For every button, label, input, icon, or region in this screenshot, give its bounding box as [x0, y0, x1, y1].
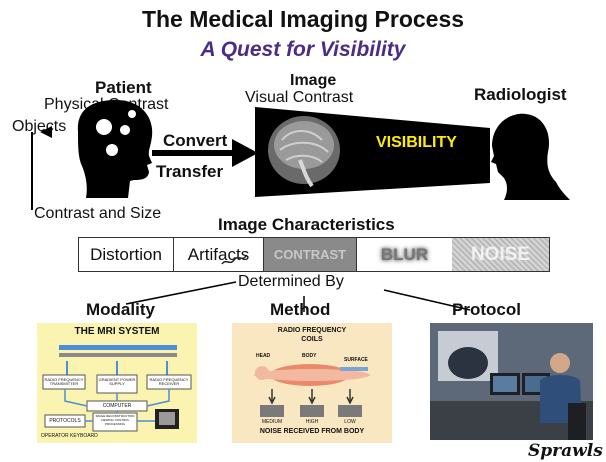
mri-block-transmitter: RADIO FREQUENCY TRANSMITTER — [44, 377, 84, 386]
radiologist-head-icon — [491, 113, 570, 200]
coil-label-high: HIGH — [305, 419, 319, 425]
segment-noise: NOISE — [452, 238, 549, 271]
objects-arrow — [40, 126, 52, 138]
patient-label: Patient — [95, 78, 152, 97]
image-label: Image — [290, 72, 337, 89]
visibility-label: VISIBILITY — [376, 134, 457, 151]
segment-distortion: Distortion — [79, 238, 174, 271]
characteristics-bar: Distortion Artifacts CONTRAST BLUR NOISE — [78, 237, 550, 272]
mri-block-gradient: GRADIENT POWER SUPPLY — [98, 377, 136, 386]
figure-title: The Medical Imaging Process — [141, 6, 465, 32]
coils-footer: NOISE RECEIVED FROM BODY — [259, 428, 365, 435]
contrast-and-size-label: Contrast and Size — [34, 205, 162, 222]
modality-label: Modality — [86, 300, 155, 319]
mri-block-keyboard: OPERATOR KEYBOARD — [41, 433, 98, 439]
mri-block-protocols: PROTOCOLS — [49, 418, 81, 424]
protocol-scene — [430, 323, 593, 440]
object-circle-small — [120, 125, 130, 135]
coils-title-line1: RADIO FREQUENCY — [277, 327, 347, 334]
coil-label-body: BODY — [302, 353, 317, 359]
artifacts-text: Artifacts — [187, 244, 250, 264]
mri-block-reconstruction: IMAGE RECONSTRUCTION VIEWING CONTROL PRO… — [95, 414, 135, 426]
determined-lines — [125, 281, 471, 312]
artifact-squiggle — [221, 255, 247, 265]
mri-block-receiver: RADIO FREQUENCY RECEIVER — [149, 377, 189, 386]
segment-artifacts: Artifacts — [174, 238, 264, 271]
determined-by-label: Determined By — [238, 273, 344, 290]
object-circle-tiny — [128, 110, 136, 118]
coil-label-head: HEAD — [256, 353, 271, 359]
brain-mri-image — [268, 116, 340, 188]
mri-diagram — [42, 345, 192, 432]
object-circle-large — [96, 119, 112, 135]
convert-arrow — [152, 139, 258, 167]
coil-label-low: LOW — [344, 419, 356, 425]
mri-system-thumbnail: THE MRI SYSTEM RADIO FREQUENCY TRANSMITT… — [37, 323, 197, 443]
transfer-label: Transfer — [156, 162, 224, 181]
radiologist-label: Radiologist — [474, 85, 567, 104]
object-circle-medium — [106, 144, 118, 156]
objects-label: Objects — [12, 118, 67, 135]
coil-label-surface: SURFACE — [344, 357, 368, 363]
visual-contrast-label: Visual Contrast — [245, 89, 354, 106]
characteristics-heading: Image Characteristics — [218, 215, 395, 234]
method-label: Method — [270, 300, 331, 319]
mri-block-computer: COMPUTER — [102, 403, 132, 409]
protocol-photo — [430, 323, 593, 440]
segment-contrast: CONTRAST — [264, 238, 356, 271]
top-graphics — [31, 100, 570, 210]
coils-title-line2: COILS — [301, 336, 323, 343]
convert-label: Convert — [163, 131, 228, 150]
coil-label-medium: MEDIUM — [261, 419, 283, 425]
figure-subtitle: A Quest for Visibility — [200, 38, 406, 61]
mri-title: THE MRI SYSTEM — [74, 326, 160, 337]
coils-diagram — [254, 364, 370, 417]
segment-blur: BLUR — [356, 238, 452, 271]
signature: Sprawls — [528, 441, 603, 461]
rf-coils-thumbnail: RADIO FREQUENCY COILS HEAD BODY SURFACE … — [232, 323, 392, 443]
protocol-label: Protocol — [452, 300, 521, 319]
